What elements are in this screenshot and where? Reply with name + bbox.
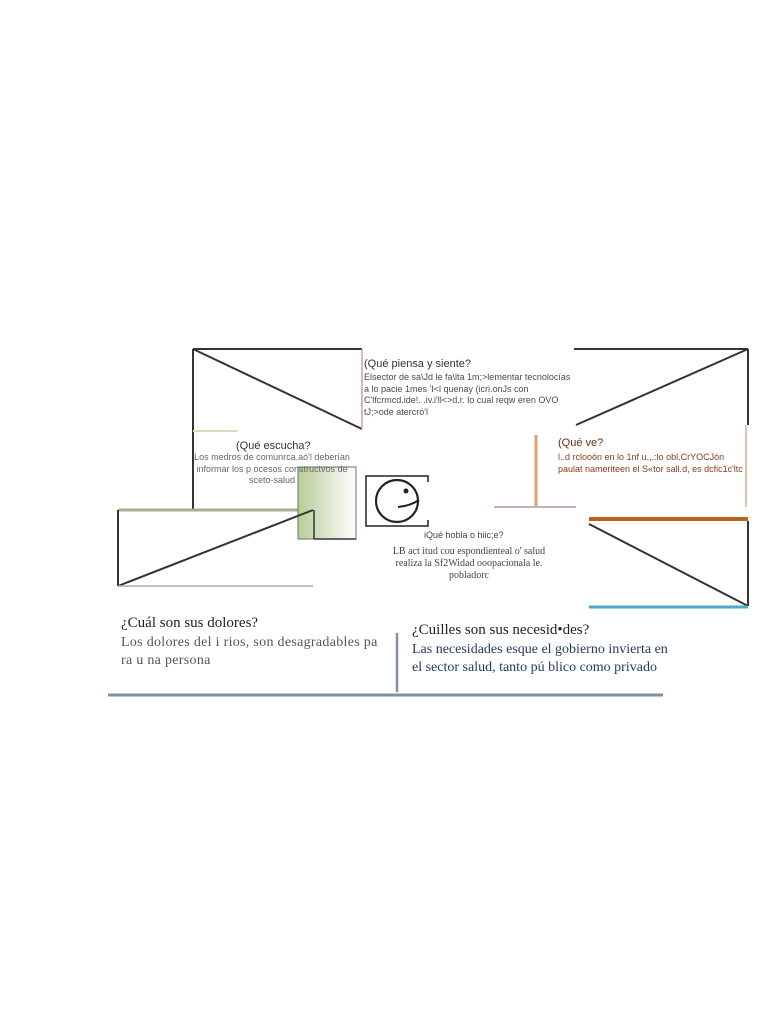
say-text: LB act itud cou espondienteal o' salud r… — [392, 546, 546, 581]
pains-question: ¿Cuál son sus dolores? — [121, 615, 259, 631]
top-right-frame — [574, 348, 749, 426]
bottom-left-frame — [117, 509, 314, 587]
hear-question: (Qué escucha? — [236, 440, 311, 452]
hear-green-panel — [297, 466, 357, 540]
bottom-right-frame — [588, 521, 749, 607]
needs-text: Las necesidades esque el gobierno invier… — [412, 642, 668, 675]
needs-question: ¿Cuilles son sus necesid•des? — [412, 622, 590, 638]
top-left-frame — [192, 348, 363, 510]
think-text: Elsector de sa\Jd le fa\lta 1m;>lementar… — [364, 372, 571, 417]
think-question: (Qué piensa y siente? — [364, 358, 472, 370]
hear-text: Los medros de comunrca.aó'l deberían inf… — [194, 452, 350, 485]
pains-text: Los dolores del i rios, son desagradable… — [121, 635, 378, 668]
see-question: (Qué ve? — [558, 437, 604, 449]
see-text: l..d rclooón en lo 1nf u.,.:lo obl.CrYOC… — [558, 452, 743, 474]
say-question: iQué hobla o hiic;e? — [424, 530, 504, 540]
smiling-face-icon — [365, 475, 430, 527]
